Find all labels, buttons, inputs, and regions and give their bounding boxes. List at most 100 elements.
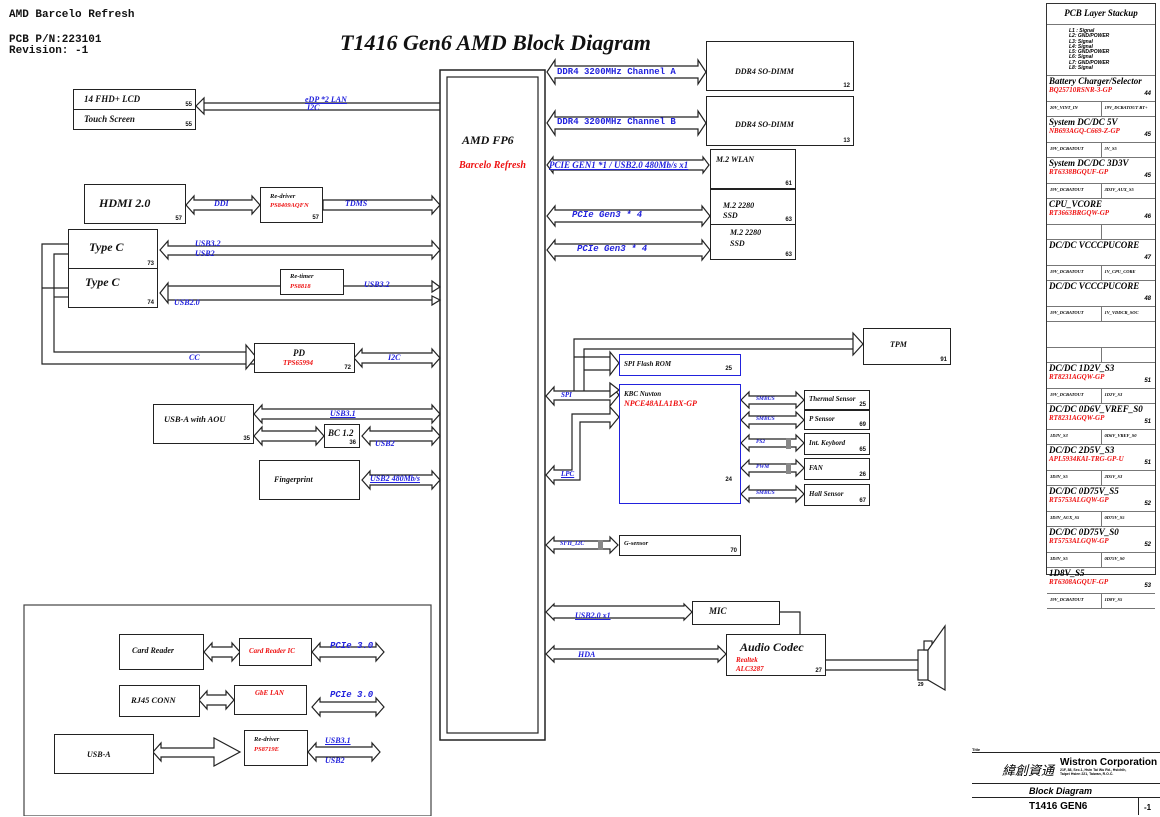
power-rail-input xyxy=(1047,348,1102,363)
rj45-connector[interactable]: RJ45 CONN xyxy=(119,685,200,717)
pd-part: TPS65994 xyxy=(283,359,313,367)
hdmi-redriver-part: PS8409AQFN xyxy=(270,202,309,209)
lcd-panel[interactable]: 14 FHD+ LCD 55 xyxy=(73,89,196,110)
m2-ssd-1[interactable]: M.2 2280 SSD 63 xyxy=(710,189,796,225)
hdmi-page: 57 xyxy=(175,216,182,222)
doc-title: Block Diagram xyxy=(1029,786,1093,796)
stackup-title: PCB Layer Stackup xyxy=(1064,8,1138,18)
type-c-port-1[interactable]: Type C 73 xyxy=(68,229,158,269)
mic-label: MIC xyxy=(709,606,727,616)
power-rail-part: RT3663BRGQW-GP xyxy=(1049,209,1110,218)
int-keyboard[interactable]: Int. Keybord 65 xyxy=(804,433,870,455)
type-c-port-2[interactable]: Type C 74 xyxy=(68,268,158,308)
usb-a-port[interactable]: USB-A xyxy=(54,734,154,774)
m2-wlan[interactable]: M.2 WLAN 61 xyxy=(710,149,796,189)
pd-label: PD xyxy=(293,348,305,358)
mic[interactable]: MIC xyxy=(692,601,780,625)
usba-redriver-label: Re-driver xyxy=(254,736,280,743)
power-rail-part: BQ25710RSNR-3-GP xyxy=(1049,86,1113,95)
power-rail-output: 2D5V_S3 xyxy=(1104,474,1123,480)
cpu-inner-frame xyxy=(446,76,539,734)
card-reader-ic[interactable]: Card Reader IC xyxy=(239,638,312,666)
touch-label: Touch Screen xyxy=(84,114,135,124)
mic-to-codec-line xyxy=(780,611,801,634)
usba-arrow xyxy=(152,736,242,768)
touch-screen[interactable]: Touch Screen 55 xyxy=(73,109,196,130)
typec2-right-head-2 xyxy=(431,295,442,307)
power-rail-input: 3D3V_S5 xyxy=(1047,471,1102,486)
spi-flash-rom[interactable]: SPI Flash ROM 25 xyxy=(619,354,741,376)
lpc-bus-label: LPC xyxy=(561,470,575,478)
hdmi-connector[interactable]: HDMI 2.0 57 xyxy=(84,184,186,224)
ddr4-sodimm-b[interactable]: DDR4 SO-DIMM 13 xyxy=(706,96,854,146)
ps2-connector xyxy=(786,438,791,449)
usb-a-aou[interactable]: USB-A with AOU 35 xyxy=(153,404,254,444)
bus-wlan-arrow xyxy=(546,155,710,175)
power-rail-page: 53 xyxy=(1144,583,1151,590)
int-keyboard-page: 65 xyxy=(859,447,866,453)
p-sensor-label: P Sensor xyxy=(809,415,835,423)
usba-redriver-part: PS8719E xyxy=(254,746,279,753)
thermal-sensor-label: Thermal Sensor xyxy=(809,395,856,403)
bus-ssd2-label: PCIe Gen3 * 4 xyxy=(577,244,648,254)
retimer-part: PS8818 xyxy=(290,283,311,290)
hda-bus-label: HDA xyxy=(578,650,596,659)
pd-page: 72 xyxy=(344,365,351,371)
doc-number-row: T1416 GEN6 -1 xyxy=(972,797,1160,817)
power-rail-input: 19V_DCBATOUT xyxy=(1047,266,1102,281)
bc12-chip[interactable]: BC 1.2 36 xyxy=(324,424,360,448)
bus-wlan-label: PCIE GEN1 *1 / USB2.0 480Mb/s x1 xyxy=(549,160,689,170)
spi-rom-label: SPI Flash ROM xyxy=(624,360,672,368)
p-sensor[interactable]: P Sensor 69 xyxy=(804,410,870,430)
pd-controller[interactable]: PD TPS65994 72 xyxy=(254,343,355,373)
gbe-lan-label: GbE LAN xyxy=(255,689,284,697)
thermal-sensor-page: 25 xyxy=(859,402,866,408)
hdmi-redriver[interactable]: Re-driver PS8409AQFN 57 xyxy=(260,187,323,223)
ddr4-sodimm-a[interactable]: DDR4 SO-DIMM 12 xyxy=(706,41,854,91)
gbe-lan[interactable]: GbE LAN xyxy=(234,685,307,715)
smbus-hall-label: SMBUS xyxy=(756,490,775,496)
hall-sensor[interactable]: Hall Sensor 67 xyxy=(804,484,870,506)
thermal-sensor[interactable]: Thermal Sensor 25 xyxy=(804,390,870,410)
stackup-layer: L5: GND/POWER xyxy=(1069,49,1110,56)
kbc-nuvoton[interactable]: KBC Nuvton NPCE48ALA1BX-GP 24 xyxy=(619,384,741,504)
doc-rev: -1 xyxy=(1144,803,1152,812)
dimm-a-label: DDR4 SO-DIMM xyxy=(735,67,794,76)
power-rail-name: System DC/DC 5V xyxy=(1049,117,1118,128)
codec-label: Audio Codec xyxy=(740,640,804,654)
fingerprint[interactable]: Fingerprint xyxy=(259,460,360,500)
pwm-connector xyxy=(786,463,791,474)
page-title: T1416 Gen6 AMD Block Diagram xyxy=(340,30,651,55)
company-address-2: Taipei Hsien 221, Taiwan, R.O.C. xyxy=(1060,772,1114,776)
spi-rom-arrowhead xyxy=(609,350,620,377)
wlan-page: 61 xyxy=(785,181,792,187)
hdmi-tdms-label: TDMS xyxy=(345,199,368,208)
ssd2-label1: M.2 2280 xyxy=(730,228,762,237)
power-rail-name: Battery Charger/Selector xyxy=(1049,76,1142,87)
usba-redriver[interactable]: Re-driver PS8719E xyxy=(244,730,308,766)
power-rail-input: 19V_DCBATOUT xyxy=(1047,307,1102,322)
bc12-page: 36 xyxy=(349,440,356,446)
power-rail-input: 3D3V_S5 xyxy=(1047,553,1102,568)
g-sensor[interactable]: G-sensor 70 xyxy=(619,535,741,556)
mic-bus-arrow xyxy=(545,602,693,622)
fan[interactable]: FAN 26 xyxy=(804,458,870,480)
power-rail-input: 19V_DCBATOUT xyxy=(1047,594,1102,609)
retimer-label: Re-timer xyxy=(290,273,314,280)
hdmi-redriver-page: 57 xyxy=(312,215,319,221)
audio-codec[interactable]: Audio Codec Realtek ALC3287 27 xyxy=(726,634,826,676)
typec2-label: Type C xyxy=(85,275,120,289)
lcd-arrowhead xyxy=(195,96,205,116)
smbus-thermal-label: SMBUS xyxy=(756,396,775,402)
card-reader[interactable]: Card Reader xyxy=(119,634,204,670)
m2-ssd-2[interactable]: M.2 2280 SSD 63 xyxy=(710,224,796,260)
power-rail-part: RT8231AGQW-GP xyxy=(1049,414,1105,423)
card-reader-label: Card Reader xyxy=(132,646,174,655)
card-reader-pcie-arrow xyxy=(311,641,385,663)
wlan-label: M.2 WLAN xyxy=(716,155,755,164)
lcd-edp-label: eDP *2 LAN xyxy=(305,95,347,104)
retimer[interactable]: Re-timer PS8818 xyxy=(280,269,344,295)
spi-rom-page: 25 xyxy=(725,366,732,372)
tpm[interactable]: TPM 91 xyxy=(863,328,951,365)
